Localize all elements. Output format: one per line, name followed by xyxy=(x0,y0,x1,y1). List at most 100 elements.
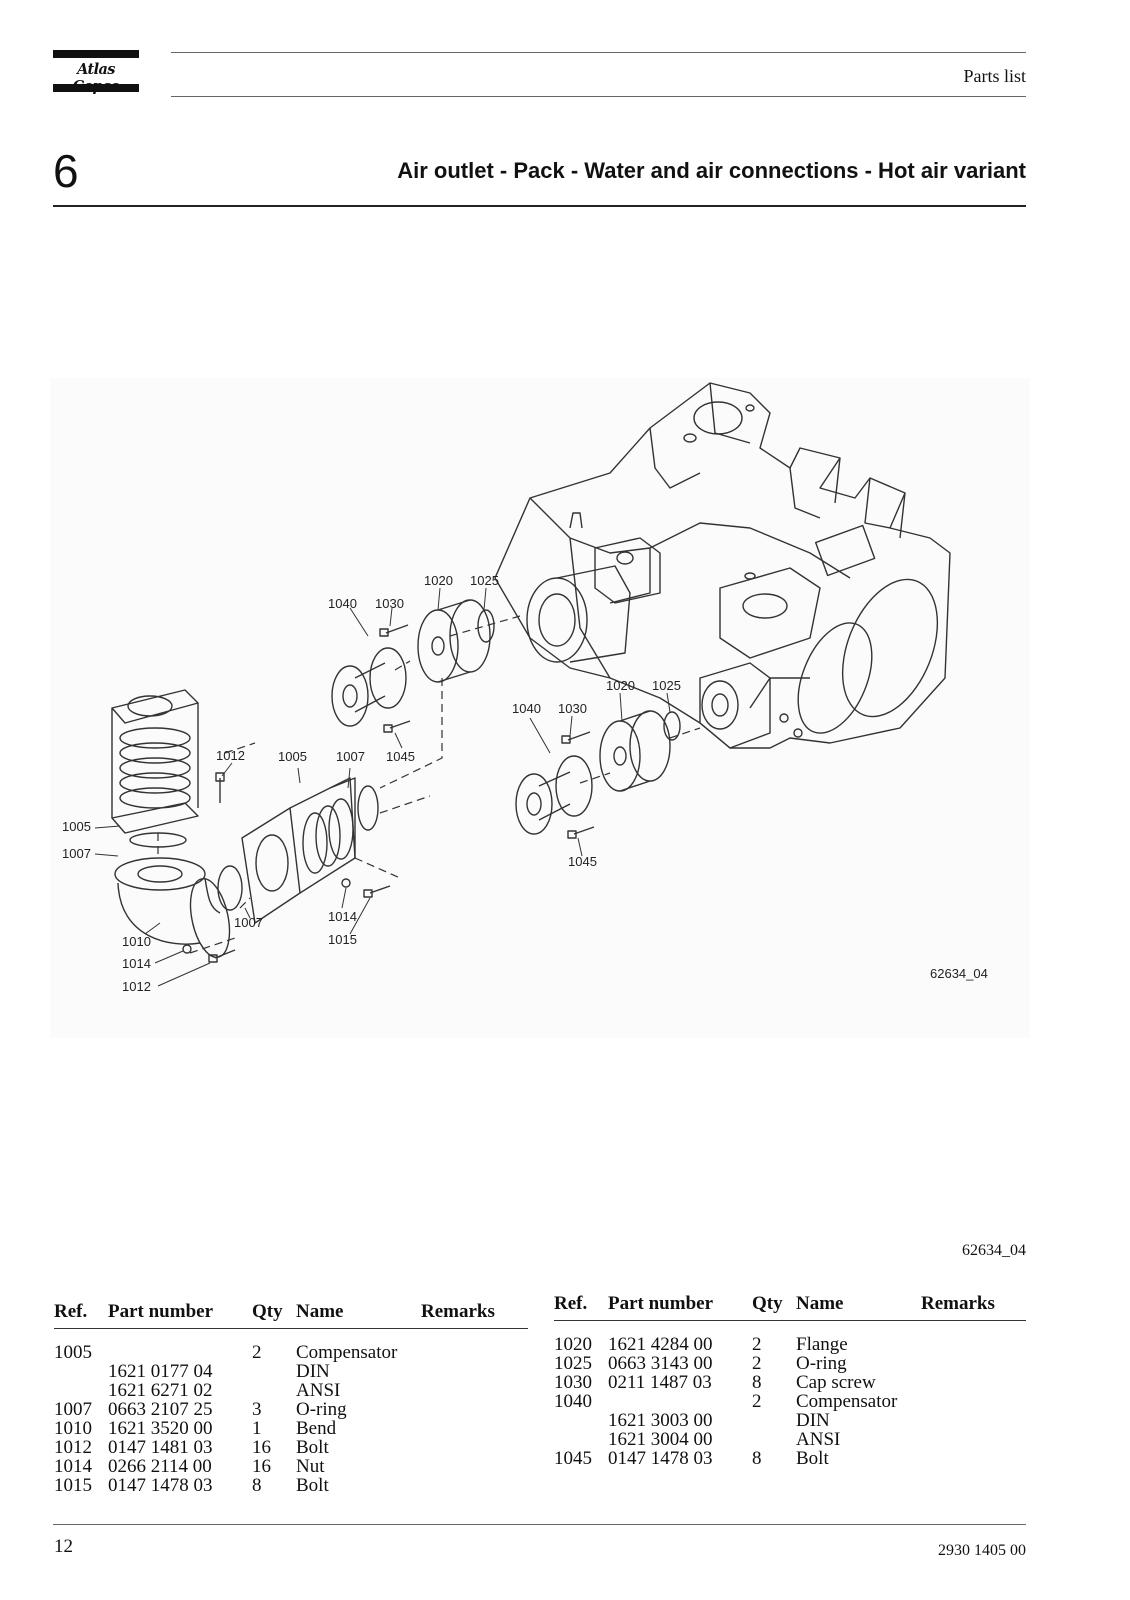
table-cell xyxy=(752,1430,796,1449)
compensator-1005-vertical xyxy=(111,689,199,834)
table-cell xyxy=(921,1354,1026,1373)
callout-1012: 1012 xyxy=(216,748,245,763)
table-cell: Bend xyxy=(296,1418,337,1439)
callout-leaders xyxy=(94,587,671,987)
bolt-1012-lower xyxy=(208,949,236,963)
flange-1020-upper xyxy=(417,599,491,683)
callout-1014: 1014 xyxy=(122,956,151,971)
table-header-row: Ref. Part number Qty Name Remarks xyxy=(554,1294,1026,1321)
header-rule-top xyxy=(171,52,1026,53)
table-cell: 1015 xyxy=(54,1475,92,1496)
table-cell: 0663 3143 00 xyxy=(608,1353,713,1374)
table-cell: 2 xyxy=(752,1353,762,1374)
table-cell xyxy=(921,1411,1026,1430)
bend-1010 xyxy=(114,857,231,959)
bolt-1045-lower xyxy=(567,826,595,839)
table-cell: 1045 xyxy=(554,1448,592,1469)
table-cell: 1014 xyxy=(54,1456,92,1477)
table-cell xyxy=(421,1419,528,1438)
table-cell: 3 xyxy=(252,1399,262,1420)
table-cell xyxy=(921,1392,1026,1411)
cap-screw-1030-lower xyxy=(561,731,591,744)
compensator-1040-upper xyxy=(331,647,407,727)
callout-1030: 1030 xyxy=(558,701,587,716)
table-cell: DIN xyxy=(296,1361,330,1382)
table-cell: 1621 0177 04 xyxy=(108,1361,213,1382)
drawing-code: 62634_04 xyxy=(930,966,988,981)
table-cell xyxy=(421,1362,528,1381)
table-cell: 1005 xyxy=(54,1342,92,1363)
callout-1020: 1020 xyxy=(606,678,635,693)
table-cell xyxy=(421,1381,528,1400)
callout-1030: 1030 xyxy=(375,596,404,611)
table-cell xyxy=(921,1430,1026,1449)
compensator-1040-lower xyxy=(515,755,593,835)
table-cell: 0211 1487 03 xyxy=(608,1372,712,1393)
callout-1007: 1007 xyxy=(336,749,365,764)
col-remarks: Remarks xyxy=(421,1302,528,1329)
table-cell xyxy=(921,1449,1026,1468)
callout-1045: 1045 xyxy=(568,854,597,869)
table-cell: ANSI xyxy=(796,1429,841,1450)
callout-1025: 1025 xyxy=(652,678,681,693)
table-cell: 8 xyxy=(752,1372,762,1393)
table-cell: 1621 3520 00 xyxy=(108,1418,213,1439)
table-cell xyxy=(54,1362,108,1381)
callout-1025: 1025 xyxy=(470,573,499,588)
document-number: 2930 1405 00 xyxy=(938,1542,1026,1559)
callout-1045: 1045 xyxy=(386,749,415,764)
table-cell xyxy=(108,1343,252,1362)
table-cell: 0147 1481 03 xyxy=(108,1437,213,1458)
table-cell: 1030 xyxy=(554,1372,592,1393)
exploded-view-svg: 1005 1007 1010 1014 1012 1012 1005 1007 … xyxy=(62,382,988,994)
header-rule-bottom xyxy=(171,96,1026,97)
table-cell: 16 xyxy=(252,1437,271,1458)
table-cell: 2 xyxy=(252,1342,262,1363)
table-cell: 0663 2107 25 xyxy=(108,1399,213,1420)
col-qty: Qty xyxy=(252,1302,296,1329)
logo-bar-bottom xyxy=(53,84,139,92)
col-qty: Qty xyxy=(752,1294,796,1321)
table-cell: Flange xyxy=(796,1334,848,1355)
table-cell: Compensator xyxy=(296,1342,398,1363)
table-cell: 1621 6271 02 xyxy=(108,1380,213,1401)
table-cell: Compensator xyxy=(796,1391,898,1412)
callout-1010: 1010 xyxy=(122,934,151,949)
table-cell xyxy=(752,1411,796,1430)
nut-1014-lower xyxy=(182,944,192,954)
table-cell xyxy=(54,1329,528,1344)
table-cell: 1621 3004 00 xyxy=(608,1429,713,1450)
section-number: 6 xyxy=(53,145,79,197)
compressor-frame xyxy=(494,382,951,749)
table-cell: ANSI xyxy=(296,1380,341,1401)
callout-1014: 1014 xyxy=(328,909,357,924)
table-row: 1007 0663 2107 25 3 O-ring xyxy=(54,1400,528,1419)
table-cell xyxy=(554,1430,608,1449)
table-cell: 8 xyxy=(252,1475,262,1496)
table-cell: 1007 xyxy=(54,1399,92,1420)
table-cell xyxy=(252,1381,296,1400)
callout-1040: 1040 xyxy=(328,596,357,611)
table-cell: 8 xyxy=(752,1448,762,1469)
table-cell xyxy=(421,1457,528,1476)
o-ring-1007-horizontal xyxy=(357,785,379,831)
table-row: 1005 2 Compensator xyxy=(54,1343,528,1362)
figure-code: 62634_04 xyxy=(962,1242,1026,1259)
table-cell: 1020 xyxy=(554,1334,592,1355)
table-cell: Bolt xyxy=(296,1437,329,1458)
callout-1015: 1015 xyxy=(328,932,357,947)
table-cell xyxy=(921,1335,1026,1354)
table-cell: 0266 2114 00 xyxy=(108,1456,212,1477)
table-cell: Nut xyxy=(296,1456,325,1477)
table-cell: 1025 xyxy=(554,1353,592,1374)
table-cell: O-ring xyxy=(296,1399,347,1420)
table-cell xyxy=(421,1476,528,1495)
